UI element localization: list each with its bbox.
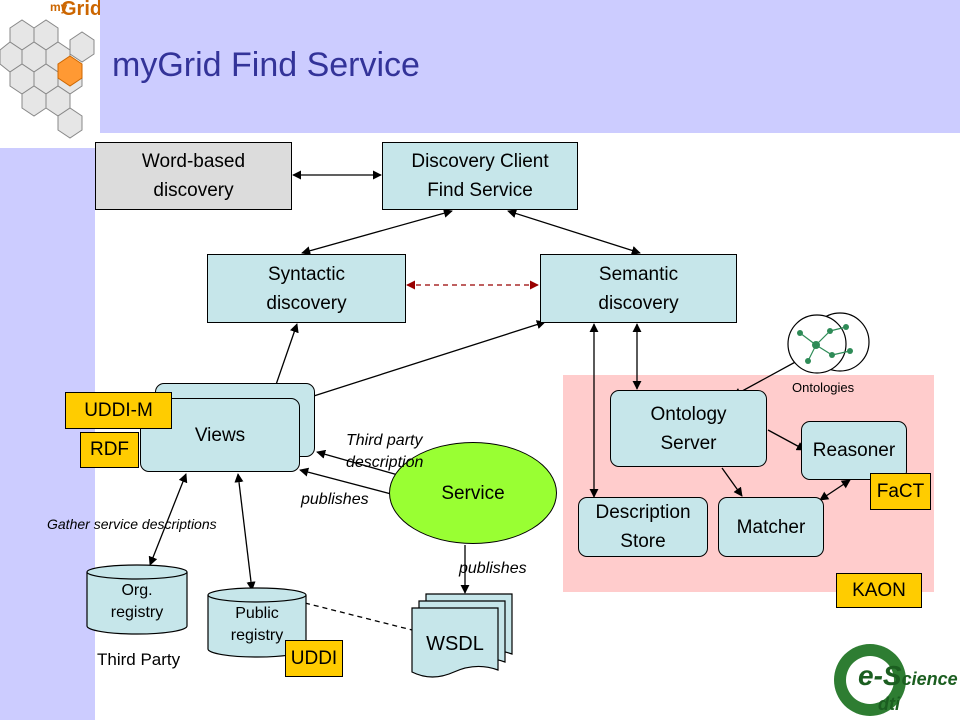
logo-grid-text: Grid <box>61 0 100 20</box>
hexagon-cluster-icon <box>0 19 95 139</box>
org-registry-label: Org. registry <box>110 582 164 621</box>
word-based-discovery-box: Word-based discovery <box>95 142 292 210</box>
syntactic-discovery-box: Syntactic discovery <box>207 254 406 323</box>
matcher-box: Matcher <box>718 497 824 557</box>
discovery-client-box: Discovery Client Find Service <box>382 142 578 210</box>
arrow-ontology-reasoner <box>767 429 806 451</box>
gather-descriptions-label: Gather service descriptions <box>47 516 217 532</box>
uddi-tag: UDDI <box>285 640 343 677</box>
arrow-views-public <box>234 473 256 591</box>
kaon-tag: KAON <box>836 573 922 608</box>
mygrid-logo: my Grid <box>0 0 100 148</box>
publishes-label-bottom: publishes <box>459 560 527 577</box>
ontologies-graph-icon <box>787 312 870 374</box>
arrow-client-syntactic <box>301 208 453 256</box>
third-party-label: Third Party <box>97 650 181 669</box>
service-ellipse: Service <box>389 442 557 544</box>
arrow-service-views-publish <box>299 467 396 496</box>
wsdl-label: WSDL <box>426 633 484 655</box>
wsdl-document-stack <box>411 593 513 678</box>
page-title: myGrid Find Service <box>112 46 420 84</box>
reasoner-box: Reasoner <box>801 421 907 480</box>
header-band <box>0 0 960 133</box>
fact-tag: FaCT <box>870 473 931 510</box>
e-s-text: e-S <box>858 660 902 691</box>
cience-text: cience <box>901 669 958 689</box>
dti-text: dti <box>878 694 900 714</box>
arrow-client-semantic <box>507 209 641 255</box>
arrow-semantic-views <box>294 320 546 404</box>
org-registry-cylinder <box>86 564 188 635</box>
arrow-views-org <box>148 473 188 566</box>
rdf-tag: RDF <box>80 432 139 468</box>
uddi-m-tag: UDDI-M <box>65 392 172 429</box>
arrow-ontology-matcher <box>721 467 743 497</box>
ontology-server-box: Ontology Server <box>610 390 767 467</box>
public-registry-label: Public registry <box>230 605 284 644</box>
e-science-logo-text: e-Science <box>858 660 958 692</box>
public-registry-cylinder <box>207 587 307 658</box>
publishes-label-left: publishes <box>301 491 369 508</box>
ontologies-label: Ontologies <box>792 380 855 395</box>
logo-my-text: my <box>50 0 68 14</box>
dashed-public-wsdl <box>304 602 421 633</box>
description-store-box: Description Store <box>578 497 708 557</box>
semantic-discovery-box: Semantic discovery <box>540 254 737 323</box>
arrow-service-views-description <box>316 449 399 476</box>
arrow-reasoner-matcher <box>819 479 851 501</box>
third-party-description-label: Third party description <box>346 432 424 471</box>
e-science-logo <box>834 644 906 716</box>
